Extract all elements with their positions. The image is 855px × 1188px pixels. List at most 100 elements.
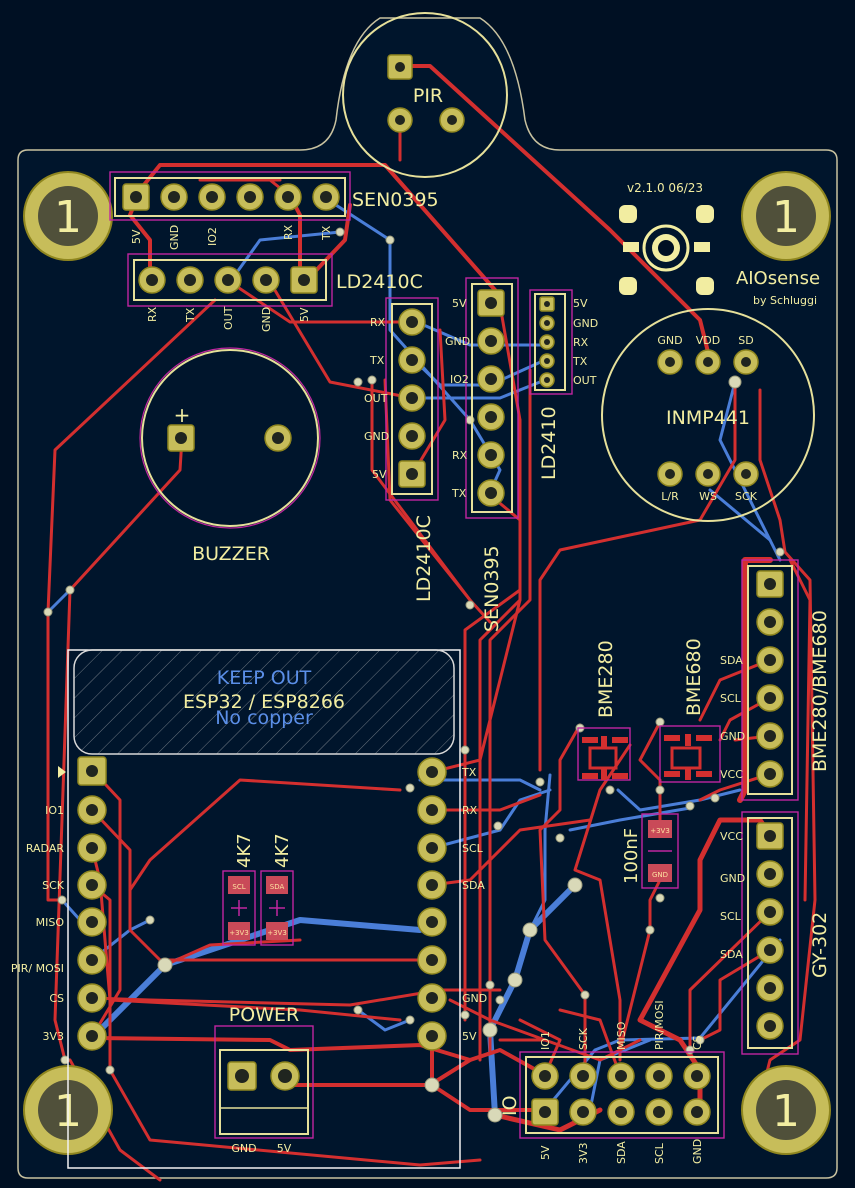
- ld2410c-header-vertical: RX TX OUT GND 5V LD2410C: [364, 297, 439, 602]
- pin-label: OUT: [222, 306, 235, 330]
- esp-pin-label: GND: [462, 992, 487, 1005]
- ld2410c-header-top: LD2410C RX TX OUT GND 5V: [127, 253, 423, 332]
- pin-label: IO2: [450, 373, 469, 386]
- bme-header: SDA SCL GND VCC BME280/BME680: [720, 559, 831, 801]
- gy302-header: VCC GND SCL SDA GY-302: [720, 811, 831, 1055]
- io-pin-label: GND: [691, 1139, 704, 1164]
- cap-pad-label: GND: [652, 871, 668, 879]
- io-pin-label: SDA: [615, 1141, 628, 1164]
- esp-pin-label: IO1: [45, 804, 64, 817]
- pin-label: RX: [452, 449, 468, 462]
- pin-label: SDA: [720, 948, 743, 961]
- pin-label: 5V: [130, 229, 143, 244]
- io-header-label: IO: [499, 1095, 521, 1116]
- io-pin-label: MISO: [615, 1021, 628, 1050]
- buzzer-plus: +: [174, 403, 191, 427]
- cap-pad-label: +3V3: [650, 827, 670, 835]
- bme280-footprint: BME280: [577, 640, 631, 781]
- pin-label: 5V: [372, 468, 387, 481]
- keepout-line2: ESP32 / ESP8266: [183, 691, 345, 713]
- io-pin-label: PIR/MOSI: [653, 1000, 666, 1050]
- keepout-line3: No copper: [215, 707, 313, 729]
- pin-label: RX: [573, 336, 589, 349]
- mount-label: 1: [772, 1086, 800, 1137]
- res-pad-label: SCL: [232, 883, 245, 891]
- io-pin-label: 5V: [539, 1145, 552, 1160]
- gy302-label: GY-302: [809, 912, 831, 978]
- io-pin-label: IO1: [539, 1031, 552, 1050]
- esp-pin-label: SCK: [42, 879, 65, 892]
- pin-label: SD: [738, 334, 753, 347]
- sen0395-header-vertical: 5V GND IO2 RX TX SEN0395: [445, 277, 519, 632]
- pin-label: GND: [720, 872, 745, 885]
- pin-label: 5V: [573, 297, 588, 310]
- esp-pin-label: RADAR: [26, 842, 65, 855]
- inmp441-footprint: GND VDD SD L/R WS SCK INMP441: [601, 308, 815, 522]
- pin-label: SCL: [720, 910, 742, 923]
- pin-label: 5V: [298, 307, 311, 322]
- esp-pin-label: PIR/ MOSI: [11, 962, 64, 975]
- resistor-label: 4K7: [272, 833, 293, 868]
- pin-label: L/R: [661, 490, 679, 503]
- bme680-footprint: BME680: [659, 638, 721, 783]
- pin-label: OUT: [573, 374, 597, 387]
- capacitor-100nf: +3V3 GND 100nF: [621, 813, 679, 889]
- io-pin-label: CS: [691, 1035, 704, 1050]
- pin-label: TX: [451, 487, 467, 500]
- power-label: POWER: [229, 1004, 299, 1026]
- pin-label: 5V: [452, 297, 467, 310]
- capacitor-label: 100nF: [621, 828, 642, 884]
- buzzer-label: BUZZER: [192, 543, 270, 565]
- buzzer-footprint: + BUZZER: [139, 347, 321, 565]
- power-terminal: POWER GND 5V: [214, 1004, 314, 1155]
- ld2410-vertical-label: LD2410: [538, 406, 560, 480]
- pin-label: GND: [364, 430, 389, 443]
- aiosense-logo: v2.1.0 06/23 AIOsense by Schluggi: [619, 181, 820, 307]
- mounting-hole-top-right: 1: [741, 171, 831, 261]
- io-pin-label: SCL: [653, 1142, 666, 1164]
- pin-label: SDA: [720, 654, 743, 667]
- brand-author: by Schluggi: [753, 294, 817, 307]
- keepout-line1: KEEP OUT: [217, 667, 312, 689]
- sen0395-top-label: SEN0395: [352, 189, 439, 211]
- brand-name: AIOsense: [736, 268, 820, 289]
- pin-label: GND: [720, 730, 745, 743]
- pin-label: VCC: [720, 768, 743, 781]
- vias: [43, 227, 785, 1123]
- esp-pin-label: 5V: [462, 1030, 477, 1043]
- io-pin-label: 3V3: [577, 1142, 590, 1164]
- resistor-label: 4K7: [234, 833, 255, 868]
- res-pad-label: SDA: [270, 883, 285, 891]
- pin-label: TX: [320, 225, 333, 241]
- esp-pin-label: TX: [461, 766, 477, 779]
- power-pin-label: GND: [231, 1142, 256, 1155]
- sen0395-header-top: SEN0395 5V GND IO2 RX TX: [109, 171, 439, 250]
- io-header: IO IO1 SCK MISO PIR/MOSI CS 5V 3V3 SDA S…: [499, 1000, 725, 1164]
- resistor-scl: SCL +3V3 4K7: [222, 833, 256, 946]
- bme-header-label: BME280/BME680: [809, 610, 831, 772]
- esp-module-footprint: KEEP OUT ESP32 / ESP8266 No copper IO1 R…: [11, 649, 487, 1169]
- mount-label: 1: [772, 192, 800, 243]
- mounting-hole-bottom-right: 1: [741, 1065, 831, 1155]
- pin-label: VDD: [696, 334, 720, 347]
- bme680-label: BME680: [683, 638, 705, 716]
- resistor-sda: SDA +3V3 4K7: [260, 833, 294, 946]
- pin-label: SCK: [735, 490, 758, 503]
- power-pin-label: 5V: [277, 1142, 292, 1155]
- res-pad-label: +3V3: [267, 929, 287, 937]
- pin-label: IO2: [206, 227, 219, 246]
- ld2410c-vertical-label: LD2410C: [413, 515, 435, 602]
- pin-label: GND: [445, 335, 470, 348]
- pir-footprint: PIR: [342, 12, 508, 178]
- inmp441-label: INMP441: [666, 407, 750, 429]
- pin-label: GND: [168, 225, 181, 250]
- pin-label: GND: [260, 307, 273, 332]
- board-version: v2.1.0 06/23: [627, 181, 703, 195]
- pin-label: TX: [572, 355, 588, 368]
- pin-label: RX: [146, 306, 159, 322]
- esp-pin-label: 3V3: [42, 1030, 64, 1043]
- pin-label: TX: [184, 307, 197, 323]
- res-pad-label: +3V3: [229, 929, 249, 937]
- microphone-icon: [642, 224, 690, 272]
